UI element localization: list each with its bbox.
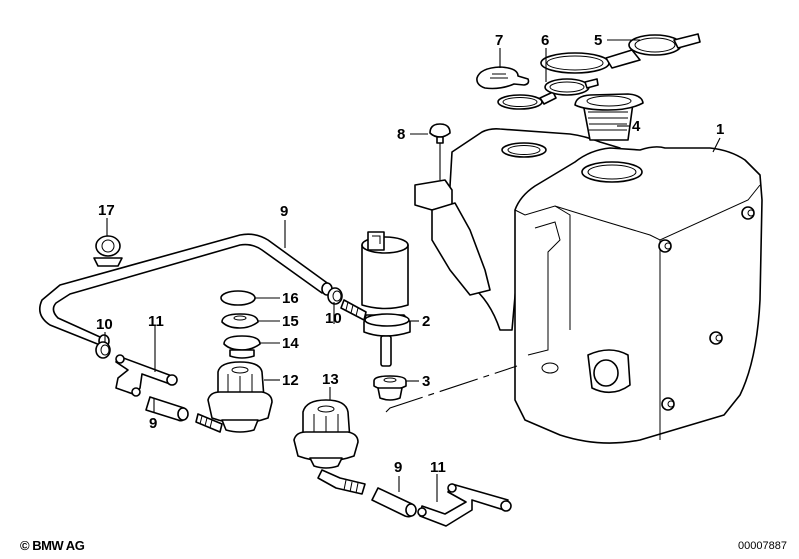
- callout-17: 17: [98, 202, 115, 219]
- hose-clip[interactable]: [93, 235, 123, 267]
- copyright-label: © BMW AG: [20, 538, 85, 553]
- filter-valve[interactable]: [293, 399, 366, 495]
- stud: [709, 331, 723, 345]
- callout-13: 13: [322, 371, 339, 388]
- callout-9-long-hose: 9: [280, 203, 288, 220]
- callout-9-bottom-hose: 9: [394, 459, 402, 476]
- rubber-mount[interactable]: [429, 123, 451, 144]
- filter-valve[interactable]: [195, 361, 273, 433]
- callout-8: 8: [397, 126, 405, 143]
- callout-11-left: 11: [148, 313, 164, 330]
- callout-15: 15: [282, 313, 299, 330]
- callout-14: 14: [282, 335, 299, 352]
- valve-disc[interactable]: [221, 313, 259, 329]
- diagram-number: 00007887: [738, 540, 787, 552]
- screw-cap[interactable]: [223, 335, 261, 359]
- callout-6: 6: [541, 32, 549, 49]
- callout-7: 7: [495, 32, 503, 49]
- callout-11-bottom: 11: [430, 459, 446, 476]
- t-connector[interactable]: [417, 483, 512, 527]
- callout-2: 2: [422, 313, 430, 330]
- hose-clamp[interactable]: [327, 287, 343, 305]
- seal-ring-large[interactable]: [540, 33, 701, 74]
- stud: [741, 206, 755, 220]
- callouts: 1 2 3 4 5 6 7 8 9 9 9 10 10 11 11 12 13 …: [96, 32, 724, 476]
- callout-1: 1: [716, 121, 724, 138]
- cover-disc[interactable]: [220, 290, 256, 306]
- stud: [658, 239, 672, 253]
- callout-10-right: 10: [325, 310, 342, 327]
- callout-12: 12: [282, 372, 299, 389]
- washer-reservoir[interactable]: [414, 128, 763, 444]
- leader-lines: [104, 39, 721, 502]
- hose-short[interactable]: [145, 396, 189, 422]
- hose-clamp[interactable]: [95, 341, 111, 359]
- grommet[interactable]: [373, 375, 407, 401]
- washer-pump[interactable]: [340, 231, 411, 367]
- t-connector[interactable]: [115, 354, 178, 397]
- callout-9-left-hose: 9: [149, 415, 157, 432]
- reservoir-cap[interactable]: [476, 66, 530, 90]
- callout-3: 3: [422, 373, 430, 390]
- callout-4: 4: [632, 118, 641, 135]
- seal-ring-small[interactable]: [497, 78, 599, 110]
- filler-neck-strainer[interactable]: [574, 93, 644, 141]
- hose-short[interactable]: [371, 487, 417, 518]
- callout-5: 5: [594, 32, 602, 49]
- callout-10-left: 10: [96, 316, 113, 333]
- callout-16: 16: [282, 290, 299, 307]
- stud: [661, 397, 675, 411]
